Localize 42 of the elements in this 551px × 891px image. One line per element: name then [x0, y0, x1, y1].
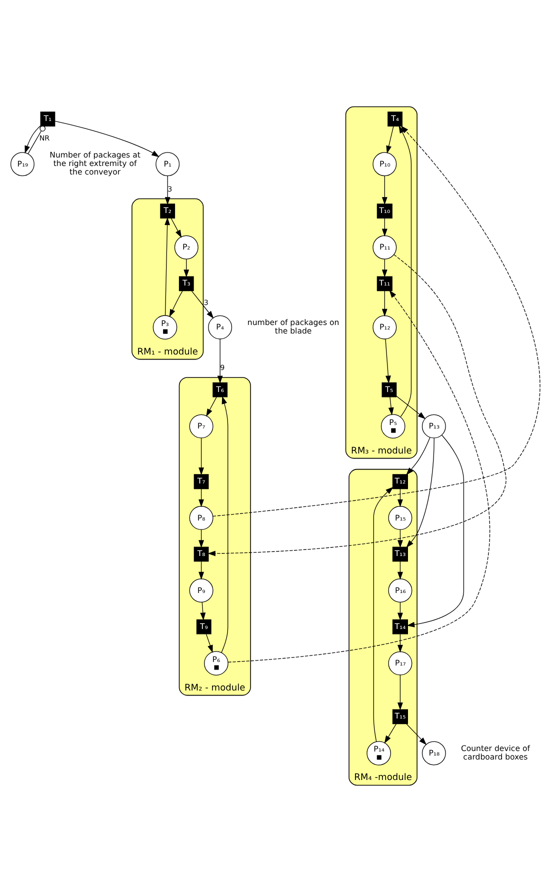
arrow	[24, 125, 41, 153]
arrow	[406, 437, 434, 548]
connector	[28, 125, 46, 154]
arrow	[208, 254, 506, 556]
arrow	[406, 723, 427, 744]
arrow	[397, 488, 403, 507]
arrow	[397, 528, 403, 548]
arrow	[373, 486, 394, 742]
arrow	[164, 175, 170, 204]
arrow	[384, 723, 396, 743]
arrow	[198, 488, 204, 507]
arrow	[382, 290, 388, 316]
arrow	[382, 218, 388, 236]
arrow	[388, 396, 394, 415]
arrow	[385, 338, 391, 383]
arrow	[382, 258, 388, 277]
arrow	[396, 395, 426, 419]
arrow	[164, 216, 170, 316]
arrow	[198, 560, 204, 580]
arrow	[191, 290, 214, 318]
arrow	[184, 258, 190, 277]
arrow	[217, 338, 223, 383]
arrow	[397, 601, 403, 620]
arrow	[406, 434, 464, 627]
arrow	[54, 120, 160, 157]
arrow	[212, 125, 540, 516]
arrow	[382, 175, 388, 204]
arrow	[169, 290, 183, 317]
arrow	[206, 396, 217, 416]
arrow	[221, 396, 228, 652]
arrow	[170, 218, 182, 238]
arrow	[198, 437, 204, 475]
arrow	[228, 290, 490, 662]
arrow	[198, 528, 204, 548]
arrow	[397, 674, 403, 710]
arrow	[398, 124, 412, 417]
arrow	[200, 601, 206, 620]
arrow	[397, 633, 403, 652]
arrow	[397, 560, 403, 580]
arrow	[406, 436, 430, 475]
arrow	[206, 633, 213, 652]
arrow	[386, 126, 394, 154]
